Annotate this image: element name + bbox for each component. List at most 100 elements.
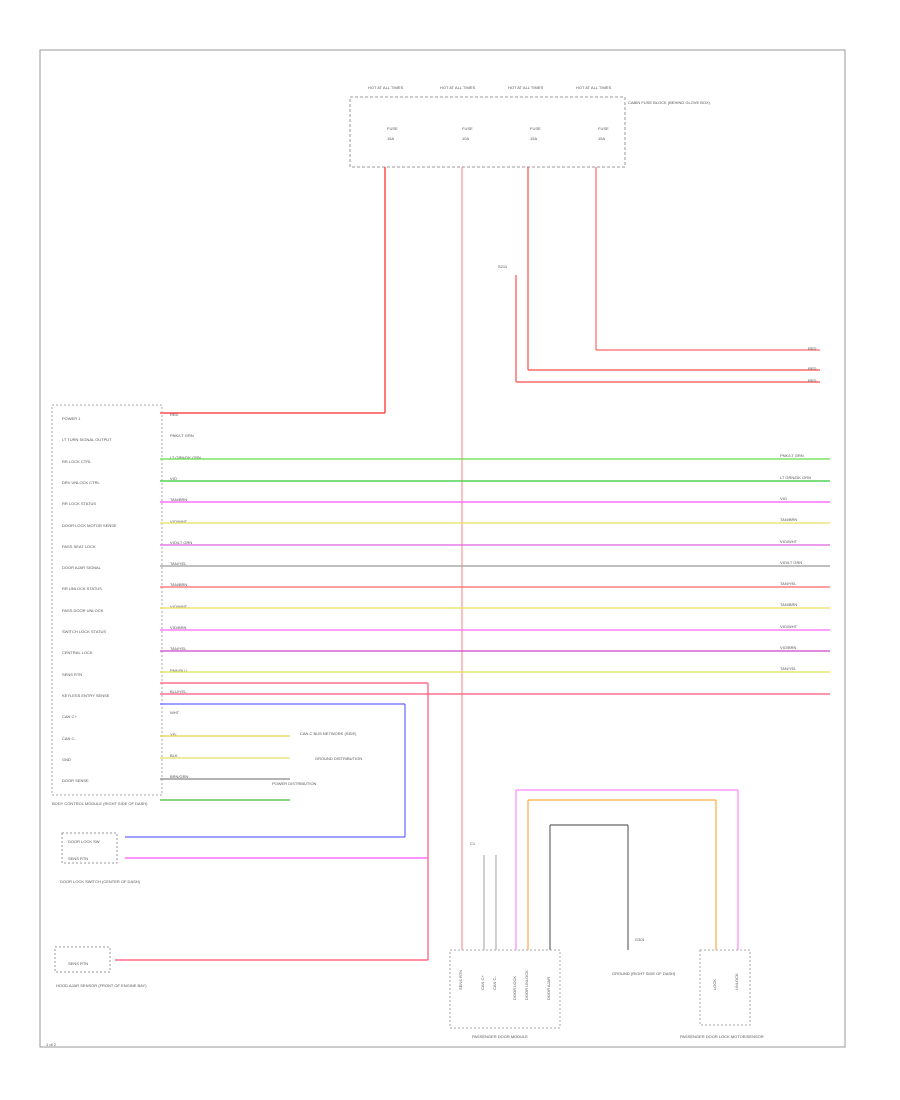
bcm-wire-label: VIO/BRN xyxy=(170,625,187,630)
right-wire-label: VIO/WHT xyxy=(780,539,798,544)
svg-text:DOOR LOCK SWITCH (CENTER OF DA: DOOR LOCK SWITCH (CENTER OF DASH) xyxy=(60,879,141,884)
bcm-wire-label: LT GRN/DK GRN xyxy=(170,455,201,460)
fuse-1: HOT AT ALL TIMES FUSE 15A xyxy=(368,85,403,141)
svg-text:G301: G301 xyxy=(635,937,646,942)
bcm-wire-label: WHT xyxy=(170,710,180,715)
svg-text:FUSE: FUSE xyxy=(598,126,609,131)
splice-label: S211 xyxy=(498,264,508,269)
bcm-wire-label: PNK/LT GRN xyxy=(170,433,194,438)
bcm-wire-label: RED xyxy=(170,412,179,417)
bcm-wire-set xyxy=(160,458,830,801)
right-wire-label: LT GRN/DK GRN xyxy=(780,475,811,480)
door-lock-motor: PASSENGER DOOR LOCK MOTOR/SENSOR LOCK UN… xyxy=(680,949,764,1039)
bcm-pin-label: CAN C+ xyxy=(62,714,77,719)
svg-text:HOT AT ALL TIMES: HOT AT ALL TIMES xyxy=(576,85,611,90)
right-wire-label: TAN/YEL xyxy=(780,581,797,586)
svg-text:PASSENGER DOOR LOCK MOTOR/SENS: PASSENGER DOOR LOCK MOTOR/SENSOR xyxy=(680,1034,764,1039)
diagram-frame xyxy=(39,49,846,1048)
bcm-pin-label: LT TURN SIGNAL OUTPUT xyxy=(62,437,112,442)
bcm-wire-label: VIO/LT GRN xyxy=(170,540,192,545)
bcm-pin-label: RR LOCK CTRL xyxy=(62,459,92,464)
hood-ajar-sensor: SENS RTN HOOD AJAR SENSOR (FRONT OF ENGI… xyxy=(54,946,147,988)
bcm-pin-label: SENS RTN xyxy=(62,672,82,677)
right-wire-label: TAN/BRN xyxy=(780,602,797,607)
right-wire-label: VIO/BRN xyxy=(780,645,797,650)
svg-text:HOOD AJAR SENSOR (FRONT OF ENG: HOOD AJAR SENSOR (FRONT OF ENGINE BAY) xyxy=(56,983,147,988)
svg-text:DOOR LOCK: DOOR LOCK xyxy=(512,976,517,1000)
power-distribution-label: POWER DISTRIBUTION xyxy=(272,781,317,786)
svg-text:15A: 15A xyxy=(530,136,537,141)
bcm-pin-label: DOOR SENSE xyxy=(62,778,89,783)
right-wire-label: VIO/LT GRN xyxy=(780,560,802,565)
svg-text:UNLOCK: UNLOCK xyxy=(734,973,739,990)
svg-text:HOT AT ALL TIMES: HOT AT ALL TIMES xyxy=(440,85,475,90)
fuse-4: HOT AT ALL TIMES FUSE 15A xyxy=(576,85,611,141)
right-label-1: RED xyxy=(808,346,817,351)
svg-text:DOOR AJAR: DOOR AJAR xyxy=(546,977,551,1000)
svg-text:SENS RTN: SENS RTN xyxy=(458,970,463,990)
right-wire-label: TAN/YEL xyxy=(780,666,797,671)
bcm-wire-label: BLU/YEL xyxy=(170,689,187,694)
body-module-title: BODY CONTROL MODULE (RIGHT SIDE OF DASH) xyxy=(52,801,148,806)
svg-text:FUSE: FUSE xyxy=(387,126,398,131)
svg-text:CAN C-: CAN C- xyxy=(492,976,497,990)
bcm-wire-label: PNK/BLU xyxy=(170,668,187,673)
right-label-3: RED xyxy=(808,378,817,383)
ground-point: G301 GROUND (RIGHT SIDE OF DASH) xyxy=(612,937,676,976)
svg-text:CAN C+: CAN C+ xyxy=(480,975,485,990)
bcm-wire-label: TAN/YEL xyxy=(170,646,187,651)
body-control-module: BODY CONTROL MODULE (RIGHT SIDE OF DASH) xyxy=(51,404,163,806)
svg-text:FUSE: FUSE xyxy=(530,126,541,131)
page-number: 1 of 2 xyxy=(46,1042,57,1047)
bcm-pin-label: PASS SEAT LOCK xyxy=(62,544,96,549)
svg-text:SENS RTN: SENS RTN xyxy=(68,961,88,966)
bcm-pin-label: CENTRAL LOCK xyxy=(62,650,93,655)
svg-text:DOOR UNLOCK: DOOR UNLOCK xyxy=(524,970,529,1000)
bcm-wire-label: TAN/BRN xyxy=(170,582,187,587)
c1-label: C1 xyxy=(470,841,476,846)
svg-text:15A: 15A xyxy=(598,136,605,141)
svg-text:10A: 10A xyxy=(462,136,469,141)
bcm-pin-list: POWER 1 RED LT TURN SIGNAL OUTPUT PNK/LT GR… xyxy=(62,412,201,783)
ground-distribution-label: GROUND DISTRIBUTION xyxy=(315,756,362,761)
svg-text:15A: 15A xyxy=(387,136,394,141)
bcm-pin-label: RR UNLOCK STATUS xyxy=(62,586,102,591)
fuse-2: HOT AT ALL TIMES FUSE 10A xyxy=(440,85,475,141)
right-wire-label: PNK/LT GRN xyxy=(780,453,804,458)
bcm-pin-label: POWER 1 xyxy=(62,416,81,421)
svg-text:DOOR LOCK SW: DOOR LOCK SW xyxy=(68,839,100,844)
door-lock-switch: DOOR LOCK SW SENS RTN DOOR LOCK SWITCH (… xyxy=(60,832,141,884)
bcm-wire-label: TAN/BRN xyxy=(170,497,187,502)
bcm-wire-label: YEL xyxy=(170,732,178,737)
bcm-pin-label: CAN C- xyxy=(62,736,76,741)
svg-text:LOCK: LOCK xyxy=(712,979,717,990)
fuse-3: HOT AT ALL TIMES FUSE 15A xyxy=(508,85,543,141)
bcm-wire-label: TAN/YEL xyxy=(170,561,187,566)
bcm-wire-label: BRN/GRN xyxy=(170,774,189,779)
bcm-pin-label: GND xyxy=(62,757,71,762)
right-label-2: RED xyxy=(808,366,817,371)
bcm-wire-label: BLK xyxy=(170,753,178,758)
bcm-wire-label: VIO xyxy=(170,476,177,481)
svg-text:HOT AT ALL TIMES: HOT AT ALL TIMES xyxy=(368,85,403,90)
bcm-pin-label: DOOR LOCK MOTOR SENSE xyxy=(62,523,117,528)
svg-text:FUSE: FUSE xyxy=(462,126,473,131)
svg-text:SENS RTN: SENS RTN xyxy=(68,856,88,861)
can-network-label: CAN C BUS NETWORK (SIDE) xyxy=(300,731,357,736)
bcm-wire-label: VIO/WHT xyxy=(170,604,188,609)
svg-text:GROUND (RIGHT SIDE OF DASH): GROUND (RIGHT SIDE OF DASH) xyxy=(612,971,676,976)
bcm-pin-label: SWITCH LOCK STATUS xyxy=(62,629,106,634)
bcm-pin-label: RR LOCK STATUS xyxy=(62,501,96,506)
bcm-pin-label: DOOR AJAR SIGNAL xyxy=(62,565,102,570)
right-wire-label: VIO/WHT xyxy=(780,624,798,629)
svg-text:PASSENGER DOOR MODULE: PASSENGER DOOR MODULE xyxy=(472,1034,528,1039)
right-wire-label: TAN/BRN xyxy=(780,517,797,522)
bcm-pin-label: DRV UNLOCK CTRL xyxy=(62,480,100,485)
fuse-box: CABIN FUSE BLOCK (BEHIND GLOVE BOX) HOT … xyxy=(349,85,711,168)
fuse-box-title: CABIN FUSE BLOCK (BEHIND GLOVE BOX) xyxy=(628,100,711,105)
bcm-wire-label: VIO/WHT xyxy=(170,519,188,524)
bcm-pin-label: KEYLESS ENTRY SENSE xyxy=(62,693,110,698)
passenger-door-module: PASSENGER DOOR MODULE SENS RTN CAN C+ CA… xyxy=(449,949,561,1039)
svg-text:HOT AT ALL TIMES: HOT AT ALL TIMES xyxy=(508,85,543,90)
